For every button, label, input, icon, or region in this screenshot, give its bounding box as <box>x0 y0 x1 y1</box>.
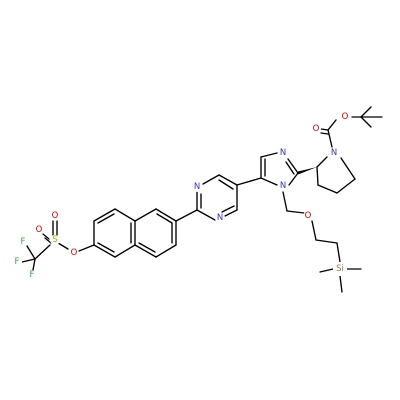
bond <box>114 244 136 258</box>
atom-si: Si <box>333 262 347 276</box>
atom-o-sulfonyl-1: O <box>50 211 60 221</box>
bond <box>57 242 69 250</box>
svg-text:O: O <box>71 248 78 258</box>
bond <box>336 178 356 194</box>
svg-text:N: N <box>280 181 286 191</box>
atom-o-ether: O <box>303 211 313 221</box>
bond <box>327 129 333 148</box>
atom-n-pyrrolidine: N <box>329 148 339 158</box>
svg-text:O: O <box>313 124 320 134</box>
bond <box>320 128 329 131</box>
bond <box>311 220 317 241</box>
stereo-wedge <box>298 167 317 175</box>
svg-text:O: O <box>342 112 349 122</box>
svg-text:O: O <box>305 211 312 221</box>
bond <box>32 258 36 271</box>
bond <box>336 242 341 263</box>
bond <box>93 208 116 222</box>
bond <box>317 184 338 194</box>
bond <box>316 166 319 186</box>
svg-text:O: O <box>36 225 43 235</box>
bond <box>221 205 235 213</box>
bond <box>282 191 288 212</box>
bond <box>202 174 220 185</box>
atom-labels: N O O N N O Si N <box>12 112 350 280</box>
bond <box>315 239 338 244</box>
atom-f-3: F <box>27 270 37 280</box>
bond <box>44 237 52 244</box>
bond <box>218 179 234 190</box>
bond <box>97 213 115 224</box>
bond <box>260 152 278 158</box>
bond <box>287 158 299 174</box>
svg-text:N: N <box>280 148 286 158</box>
svg-text:Si: Si <box>336 264 344 274</box>
bond <box>26 245 36 260</box>
atom-n-pyrazine-2: N <box>215 213 225 223</box>
bond <box>320 132 329 135</box>
svg-text:F: F <box>21 237 26 247</box>
bond <box>327 119 337 131</box>
svg-text:O: O <box>52 211 59 221</box>
bond <box>340 157 356 180</box>
svg-text:N: N <box>331 148 337 158</box>
bond <box>196 209 216 221</box>
svg-text:F: F <box>30 270 35 280</box>
atom-o-sulfonyl-2: O <box>34 225 44 235</box>
bond <box>78 244 95 252</box>
atom-f-1: F <box>12 257 22 267</box>
atom-o-carbonyl: O <box>311 124 321 134</box>
atom-n-imidazole-3: N <box>278 148 288 158</box>
bond <box>134 208 157 222</box>
bond <box>34 244 51 260</box>
atom-o-triflate: O <box>69 248 79 258</box>
bond <box>236 177 262 186</box>
bond <box>286 210 305 214</box>
bond-lines <box>21 106 383 293</box>
bond <box>319 268 334 273</box>
bond <box>360 116 372 128</box>
bond <box>97 242 115 253</box>
atom-f-2: F <box>18 237 28 247</box>
svg-text:F: F <box>15 257 20 267</box>
bond <box>218 174 238 186</box>
bond <box>114 208 136 222</box>
bond <box>175 209 198 222</box>
atom-o-ester: O <box>340 112 350 122</box>
bond <box>134 244 157 258</box>
bond <box>155 208 177 222</box>
bond <box>156 213 173 224</box>
bond <box>285 161 295 175</box>
bond <box>360 106 372 118</box>
atom-n-imidazole-1: N <box>278 181 288 191</box>
bond <box>260 177 278 186</box>
bond <box>93 244 116 258</box>
bond <box>42 233 50 240</box>
svg-text:N: N <box>217 213 223 223</box>
bond <box>21 258 36 263</box>
svg-text:N: N <box>194 182 200 192</box>
bond <box>288 172 299 186</box>
svg-text:S: S <box>52 235 57 245</box>
bond <box>316 156 328 168</box>
bond <box>138 242 156 253</box>
bond <box>155 244 177 258</box>
atom-s: S <box>50 235 60 245</box>
bond <box>224 209 238 217</box>
atom-n-pyrazine-1: N <box>192 182 202 192</box>
bond <box>339 275 343 293</box>
